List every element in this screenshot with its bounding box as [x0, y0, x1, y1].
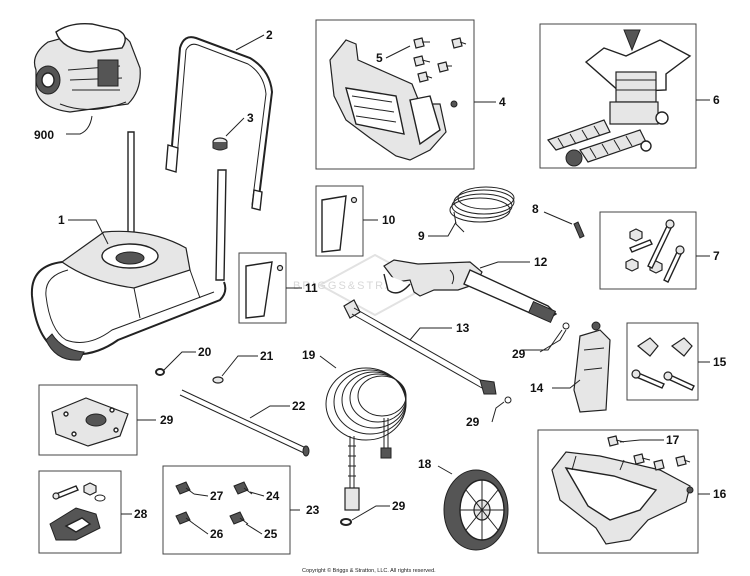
- callout-6: 6: [713, 93, 720, 107]
- callout-29-plate: 29: [160, 413, 174, 427]
- handle: [165, 36, 274, 211]
- box-part-7: [599, 211, 697, 290]
- pump: [547, 29, 692, 167]
- callout-21: 21: [260, 349, 274, 363]
- control-panel-bracket: [329, 39, 458, 161]
- wheel: [443, 469, 509, 551]
- callout-20: 20: [198, 345, 212, 359]
- high-pressure-hose: [325, 367, 407, 511]
- callout-22: 22: [292, 399, 306, 413]
- callout-9: 9: [418, 229, 425, 243]
- callout-17: 17: [666, 433, 680, 447]
- hardware-kit: [175, 481, 253, 525]
- engine: [33, 22, 141, 113]
- callout-10: 10: [382, 213, 396, 227]
- callout-19: 19: [302, 348, 316, 362]
- callout-4: 4: [499, 95, 506, 109]
- callout-16: 16: [713, 487, 727, 501]
- foot-kit: [49, 482, 106, 541]
- frame: [30, 131, 227, 361]
- mounting-plate: [51, 397, 129, 447]
- o-ring-21: [212, 376, 224, 384]
- callout-24: 24: [266, 489, 280, 503]
- callout-2: 2: [266, 28, 273, 42]
- engine-cowl: [551, 451, 694, 545]
- thermal-relief-hose: [449, 186, 515, 233]
- callout-8: 8: [532, 202, 539, 216]
- cowl-screws: [607, 435, 691, 471]
- callout-29-hose: 29: [392, 499, 406, 513]
- callout-29-gun: 29: [512, 347, 526, 361]
- callout-25: 25: [264, 527, 278, 541]
- box-part-10: [315, 185, 364, 257]
- decal-10: [321, 195, 358, 253]
- callout-29-lance: 29: [466, 415, 480, 429]
- screws: [413, 37, 467, 83]
- decal-11: [245, 261, 284, 319]
- detergent-siphon: [573, 321, 611, 413]
- callout-13: 13: [456, 321, 470, 335]
- o-ring-29a: [340, 518, 352, 526]
- callout-3: 3: [247, 111, 254, 125]
- lance: [343, 299, 512, 404]
- callout-15: 15: [713, 355, 727, 369]
- callout-26: 26: [210, 527, 224, 541]
- callout-12: 12: [534, 255, 548, 269]
- box-part-28: [38, 470, 122, 554]
- copyright-text: Copyright © Briggs & Stratton, LLC. All …: [302, 567, 436, 574]
- callout-7: 7: [713, 249, 720, 263]
- box-part-6: [539, 23, 697, 169]
- callout-900: 900: [34, 128, 54, 142]
- callout-11: 11: [305, 281, 318, 295]
- callout-labels: 900 1 2 3 4 5 6 7 8 9 10 11 12 13 14 15 …: [34, 28, 727, 541]
- spray-gun: [383, 259, 570, 330]
- plug: [212, 137, 228, 151]
- knobs-and-bolts: [631, 337, 695, 391]
- callout-18: 18: [418, 457, 432, 471]
- tube: [179, 389, 310, 457]
- callout-23: 23: [306, 503, 320, 517]
- callout-28: 28: [134, 507, 148, 521]
- callout-14: 14: [530, 381, 544, 395]
- callout-5: 5: [376, 51, 383, 65]
- box-part-4: [315, 19, 475, 170]
- key-pin: [573, 221, 585, 239]
- box-part-16: [537, 429, 699, 554]
- o-ring-20: [155, 368, 165, 376]
- callout-27: 27: [210, 489, 224, 503]
- leader-lines: [66, 34, 710, 535]
- bolts-and-nuts: [625, 219, 685, 283]
- callout-1: 1: [58, 213, 65, 227]
